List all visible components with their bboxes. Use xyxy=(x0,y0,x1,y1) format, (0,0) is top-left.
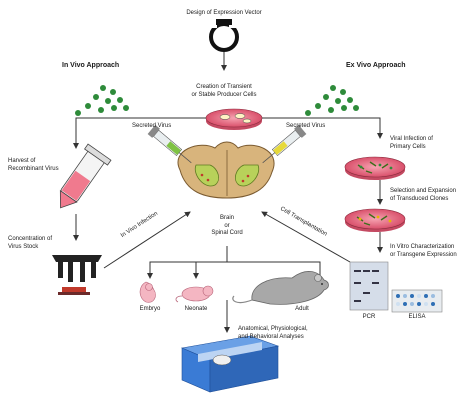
primary-cells-dish-icon xyxy=(344,156,406,180)
arrow-cell-transplantation xyxy=(261,211,351,263)
arrow-to-animals xyxy=(149,261,321,276)
brain-label: Brain or Spinal Cord xyxy=(211,215,243,236)
elisa-plate-icon xyxy=(391,289,443,313)
spinal-cord-section-icon xyxy=(177,141,275,199)
producer-cells-dish-icon xyxy=(205,108,263,130)
viral-infection-label: Viral Infection of Primary Cells xyxy=(390,136,433,150)
selection-expansion-label: Selection and Expansion of Transduced Cl… xyxy=(390,188,457,202)
plasmid-vector-icon xyxy=(209,19,239,52)
pcr-gel-icon xyxy=(349,261,389,311)
centrifuge-tube-icon xyxy=(59,143,112,209)
arrow-in-vivo-infection xyxy=(103,211,191,269)
virus-particles-left-icon xyxy=(75,85,129,116)
harvest-label: Harvest of Recombinant Virus xyxy=(8,158,59,172)
ex-vivo-approach-title: Ex Vivo Approach xyxy=(346,62,406,69)
adult-rat-icon xyxy=(232,271,329,305)
maze-icon xyxy=(180,335,280,393)
pcr-label: PCR xyxy=(362,314,376,320)
secreted-virus-left-label: Secreted Virus xyxy=(132,123,172,129)
vector-title: Design of Expression Vector xyxy=(186,10,262,16)
elisa-label: ELISA xyxy=(408,314,426,320)
arrow-to-ex-vivo xyxy=(262,117,383,139)
in-vivo-approach-title: In Vivo Approach xyxy=(62,62,120,69)
neonate-label: Neonate xyxy=(184,306,208,312)
secreted-virus-right-label: Secreted Virus xyxy=(286,123,326,129)
embryo-label: Embryo xyxy=(139,306,161,312)
embryo-icon xyxy=(139,281,156,303)
centrifuge-rotor-icon xyxy=(52,255,102,295)
producer-cells-label: Creation of Transient or Stable Producer… xyxy=(191,84,257,98)
virus-particles-right-icon xyxy=(305,85,359,116)
syringe-left-icon xyxy=(147,124,192,164)
adult-label: Adult xyxy=(295,306,309,312)
transduced-clones-dish-icon xyxy=(344,208,406,232)
syringe-right-icon xyxy=(262,124,307,164)
in-vitro-label: In Vitro Characterization or Transgene E… xyxy=(390,244,457,258)
neonate-icon xyxy=(175,285,214,303)
concentration-label: Concentration of Virus Stock xyxy=(8,236,53,250)
arrow-to-in-vivo xyxy=(73,117,206,149)
analyses-label: Anatomical, Physiological, and Behaviora… xyxy=(238,326,308,340)
